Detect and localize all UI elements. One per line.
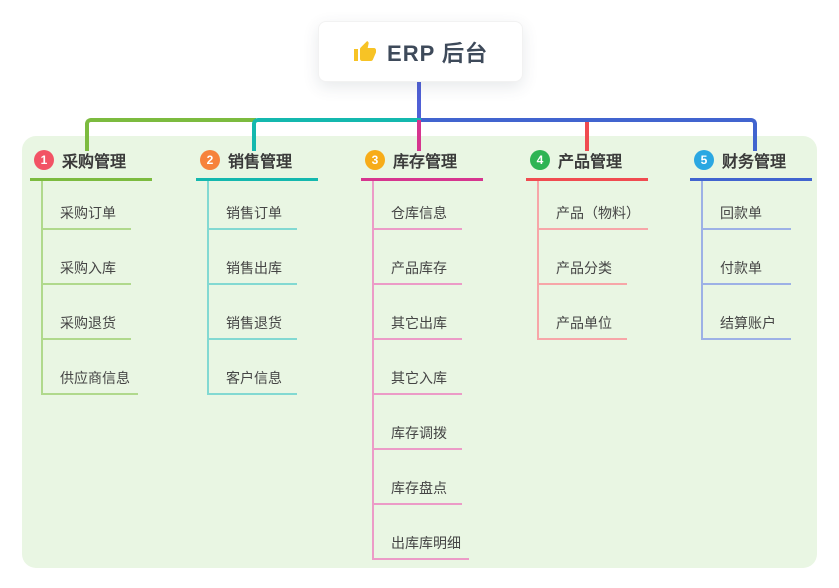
- root-connector-line: [417, 82, 421, 120]
- node-stock-transfer[interactable]: 库存调拨: [374, 423, 462, 450]
- tree-node: 付款单: [703, 230, 791, 285]
- tree-node: 采购入库: [43, 230, 138, 285]
- tree-node: 回款单: [703, 181, 791, 230]
- tree-node: 供应商信息: [43, 340, 138, 395]
- tree-node: 客户信息: [209, 340, 297, 395]
- branch-finance: 5 财务管理 回款单 付款单 结算账户: [690, 148, 812, 340]
- tree-node: 产品单位: [539, 285, 648, 340]
- node-product-category[interactable]: 产品分类: [539, 258, 627, 285]
- tree-node: 库存调拨: [374, 395, 469, 450]
- branch-finance-children: 回款单 付款单 结算账户: [701, 181, 791, 340]
- branch-1-connector-line: [85, 118, 256, 151]
- branch-sales-children: 销售订单 销售出库 销售退货 客户信息: [207, 181, 297, 395]
- branch-sales-title[interactable]: 2 销售管理: [196, 148, 318, 181]
- tree-node: 产品分类: [539, 230, 648, 285]
- node-other-outbound[interactable]: 其它出库: [374, 313, 462, 340]
- tree-node: 其它入库: [374, 340, 469, 395]
- node-warehouse-info[interactable]: 仓库信息: [374, 203, 462, 230]
- branch-finance-title[interactable]: 5 财务管理: [690, 148, 812, 181]
- branch-purchase: 1 采购管理 采购订单 采购入库 采购退货 供应商信息: [30, 148, 152, 395]
- tree-node: 仓库信息: [374, 181, 469, 230]
- thumbs-up-icon: [354, 40, 377, 61]
- branch-title-label: 销售管理: [228, 154, 293, 171]
- tree-node: 产品库存: [374, 230, 469, 285]
- branch-inventory-title[interactable]: 3 库存管理: [361, 148, 483, 181]
- node-other-inbound[interactable]: 其它入库: [374, 368, 462, 395]
- node-stock-taking[interactable]: 库存盘点: [374, 478, 462, 505]
- tree-node: 产品（物料）: [539, 181, 648, 230]
- branch-product: 4 产品管理 产品（物料） 产品分类 产品单位: [526, 148, 648, 340]
- branch-purchase-children: 采购订单 采购入库 采购退货 供应商信息: [41, 181, 138, 395]
- branch-inventory-children: 仓库信息 产品库存 其它出库 其它入库 库存调拨 库存盘点 出库库明细: [372, 181, 469, 560]
- tree-node: 采购退货: [43, 285, 138, 340]
- node-sales-return[interactable]: 销售退货: [209, 313, 297, 340]
- branch-product-title[interactable]: 4 产品管理: [526, 148, 648, 181]
- branch-title-label: 产品管理: [558, 154, 623, 171]
- badge-2: 2: [200, 150, 220, 170]
- badge-5: 5: [694, 150, 714, 170]
- branch-4-connector-line: [585, 122, 589, 151]
- tree-node: 结算账户: [703, 285, 791, 340]
- node-receipt-bill[interactable]: 回款单: [703, 203, 791, 230]
- branch-purchase-title[interactable]: 1 采购管理: [30, 148, 152, 181]
- tree-node: 其它出库: [374, 285, 469, 340]
- branch-title-label: 采购管理: [62, 154, 127, 171]
- node-product-stock[interactable]: 产品库存: [374, 258, 462, 285]
- node-sales-outbound[interactable]: 销售出库: [209, 258, 297, 285]
- branch-5-connector-line: [421, 118, 757, 151]
- tree-node: 销售出库: [209, 230, 297, 285]
- tree-node: 采购订单: [43, 181, 138, 230]
- branches-background-panel: [22, 136, 817, 568]
- node-purchase-order[interactable]: 采购订单: [43, 203, 131, 230]
- badge-3: 3: [365, 150, 385, 170]
- branch-product-children: 产品（物料） 产品分类 产品单位: [537, 181, 648, 340]
- branch-inventory: 3 库存管理 仓库信息 产品库存 其它出库 其它入库 库存调拨 库存盘点 出库库…: [361, 148, 483, 560]
- branch-2-connector-line: [252, 118, 421, 151]
- node-sales-order[interactable]: 销售订单: [209, 203, 297, 230]
- branch-sales: 2 销售管理 销售订单 销售出库 销售退货 客户信息: [196, 148, 318, 395]
- branch-3-connector-line: [417, 120, 421, 151]
- node-purchase-inbound[interactable]: 采购入库: [43, 258, 131, 285]
- root-node-erp[interactable]: ERP 后台: [318, 21, 523, 82]
- tree-node: 库存盘点: [374, 450, 469, 505]
- node-settlement-account[interactable]: 结算账户: [703, 313, 791, 340]
- badge-4: 4: [530, 150, 550, 170]
- node-supplier-info[interactable]: 供应商信息: [43, 368, 138, 395]
- node-product-unit[interactable]: 产品单位: [539, 313, 627, 340]
- badge-1: 1: [34, 150, 54, 170]
- tree-node: 出库库明细: [374, 505, 469, 560]
- root-node-label: ERP 后台: [387, 40, 488, 66]
- node-purchase-return[interactable]: 采购退货: [43, 313, 131, 340]
- node-product-material[interactable]: 产品（物料）: [539, 203, 648, 230]
- tree-node: 销售退货: [209, 285, 297, 340]
- node-payment-bill[interactable]: 付款单: [703, 258, 791, 285]
- node-customer-info[interactable]: 客户信息: [209, 368, 297, 395]
- tree-node: 销售订单: [209, 181, 297, 230]
- branch-title-label: 库存管理: [393, 154, 458, 171]
- branch-title-label: 财务管理: [722, 154, 787, 171]
- node-outbound-detail[interactable]: 出库库明细: [374, 533, 469, 560]
